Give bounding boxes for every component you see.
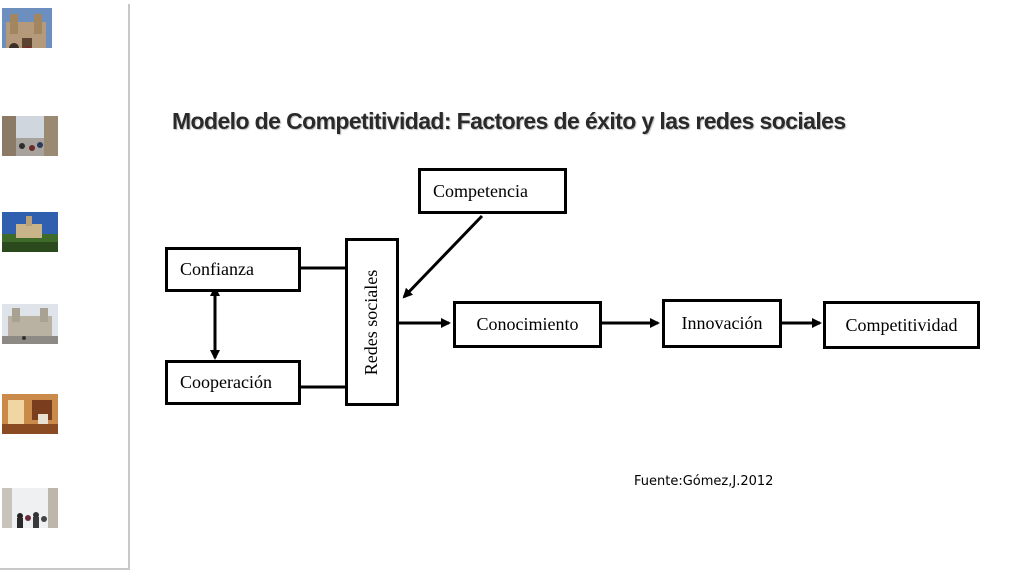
- node-redes-sociales-label: Redes sociales: [361, 269, 382, 375]
- node-confianza-label: Confianza: [180, 259, 254, 279]
- node-innovacion-label: Innovación: [681, 313, 763, 333]
- node-competitividad: Competitividad: [823, 301, 980, 349]
- interior-room-photo-thumbnail[interactable]: [2, 394, 58, 434]
- node-competencia: Competencia: [418, 168, 567, 214]
- landscape-photo-thumbnail[interactable]: [2, 212, 58, 252]
- node-conocimiento: Conocimiento: [453, 301, 602, 348]
- node-innovacion: Innovación: [662, 299, 782, 348]
- node-competencia-label: Competencia: [433, 180, 528, 201]
- node-confianza: Confianza: [165, 247, 301, 292]
- slide-thumbnail-strip: [0, 4, 130, 570]
- node-cooperacion: Cooperación: [165, 360, 301, 405]
- node-conocimiento-label: Conocimiento: [476, 314, 579, 334]
- pedestrian-street-photo-thumbnail[interactable]: [2, 488, 58, 528]
- node-redes-sociales: Redes sociales: [345, 238, 399, 406]
- node-competitividad-label: Competitividad: [845, 314, 958, 335]
- node-cooperacion-label: Cooperación: [180, 372, 272, 392]
- street-crowd-photo-thumbnail[interactable]: [2, 116, 58, 156]
- source-citation: Fuente:Gómez,J.2012: [634, 474, 774, 489]
- slide-title: Modelo de Competitividad: Factores de éx…: [172, 108, 846, 134]
- competencia-redes-arrow: [402, 214, 484, 299]
- cathedral-photo-thumbnail[interactable]: [2, 8, 52, 48]
- church-square-photo-thumbnail[interactable]: [2, 304, 58, 344]
